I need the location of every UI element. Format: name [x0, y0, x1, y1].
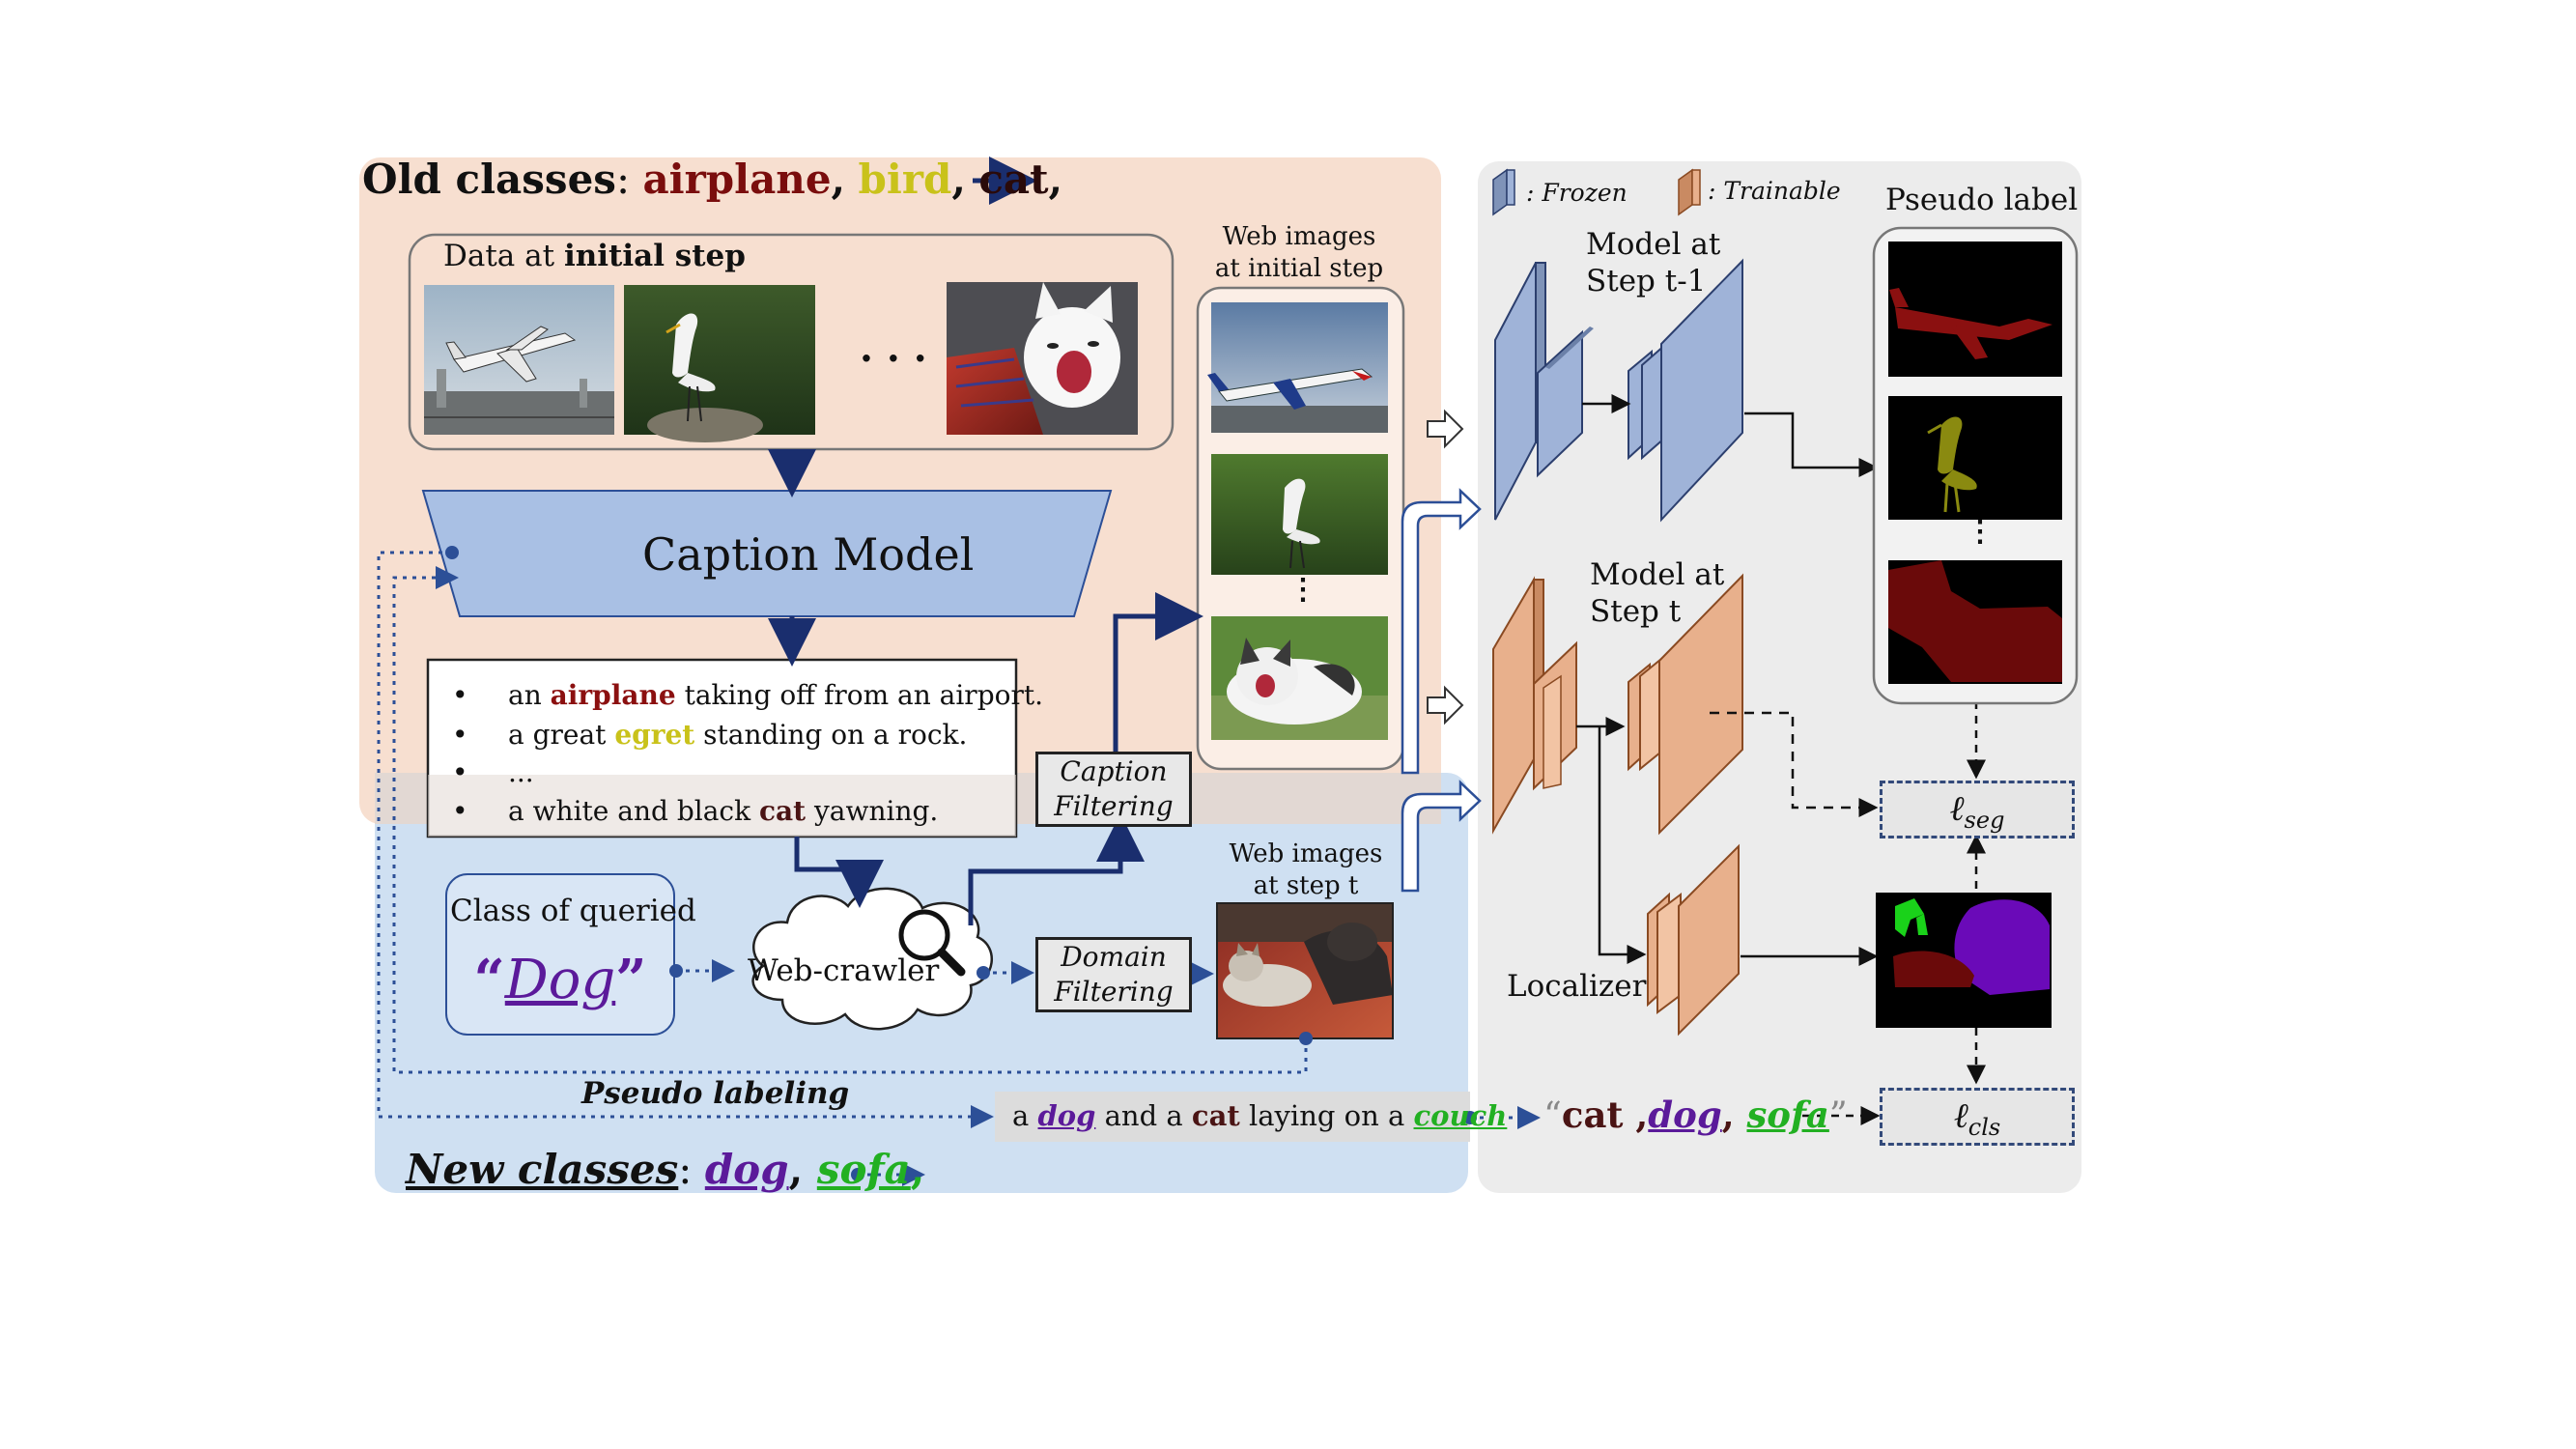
mask-airplane	[1888, 242, 2062, 377]
web-airplane-photo	[1207, 302, 1388, 433]
arrow-frozen-to-pseudo	[1744, 412, 1879, 477]
small-arrow-frozen	[1427, 409, 1464, 449]
pseudo-caption-bar	[995, 1092, 1470, 1142]
arrow-crawler-to-filter	[968, 813, 1145, 925]
old-classes-label: Old classes	[362, 156, 616, 203]
web-cat-photo	[1211, 616, 1388, 740]
web-images-ellipsis: ⋮	[1288, 573, 1317, 607]
trainable-model-blocks	[1492, 573, 1743, 836]
cls-loss-box: ℓcls	[1880, 1088, 2075, 1146]
seg-loss-box: ℓseg	[1880, 781, 2075, 838]
queried-class-value: “Dog”	[473, 948, 647, 1011]
web-egret-photo	[1211, 454, 1388, 575]
pseudo-labeling-loop	[392, 566, 1308, 1074]
extracted-classes: “cat ,dog, sofa”	[1543, 1094, 1848, 1136]
pseudo-caption-text: a dog and a cat laying on a couch	[1012, 1099, 1508, 1132]
caption-item-3: •...	[452, 756, 534, 788]
airplane-photo	[424, 285, 614, 435]
egret-photo	[624, 285, 815, 442]
mask-bird	[1888, 396, 2062, 520]
arrow-filter-to-web	[1113, 592, 1203, 752]
initial-step-ellipsis: · · ·	[860, 336, 927, 382]
small-arrow-trainable	[1427, 685, 1464, 725]
localizer-blocks	[1647, 843, 1740, 1037]
queried-class-label: Class of queried	[450, 894, 696, 928]
new-class-sofa: sofa	[816, 1146, 911, 1193]
queried-class-box	[445, 873, 675, 1036]
frozen-legend-icon	[1492, 168, 1515, 216]
web-crawler-label: Web-crawler	[748, 953, 940, 988]
mask-dog-cat-plant	[1876, 893, 2052, 1028]
new-classes-label: New classes	[406, 1146, 679, 1193]
arrow-to-localizer	[1598, 726, 1647, 964]
pseudo-label-title: Pseudo label	[1885, 183, 2079, 217]
pseudo-label-ellipsis: ⋮	[1966, 515, 1995, 549]
caption-model-label: Caption Model	[642, 528, 975, 581]
localizer-label: Localizer	[1507, 969, 1647, 1004]
arrow-list-to-crawler	[794, 837, 884, 908]
web-dog-cat-photo	[1217, 903, 1393, 1038]
frozen-model-blocks	[1494, 258, 1743, 523]
legend-frozen-label: : Frozen	[1526, 179, 1628, 207]
caption-item-1: •an airplane taking off from an airport.	[452, 679, 1044, 711]
arrow-model-to-seg	[1710, 711, 1879, 817]
old-class-bird: bird	[858, 156, 952, 203]
old-classes-title: Old classes: airplane, bird, cat,	[362, 156, 1063, 203]
caption-item-4: •a white and black cat yawning.	[452, 795, 939, 827]
pseudo-labeling-label: Pseudo labeling	[581, 1076, 850, 1111]
hollow-arrow-lower	[1401, 780, 1482, 893]
new-classes-title: New classes: dog, sofa,	[406, 1146, 925, 1193]
magnifier-icon	[898, 909, 966, 977]
trainable-legend-icon	[1678, 168, 1701, 216]
old-class-cat: cat	[978, 156, 1049, 203]
initial-step-title: Data at initial step	[443, 239, 746, 273]
mask-cat	[1888, 560, 2062, 684]
old-class-airplane: airplane	[642, 156, 832, 203]
yawning-cat-photo	[947, 282, 1138, 435]
hollow-arrow-upper	[1401, 488, 1482, 775]
new-class-dog: dog	[704, 1146, 789, 1193]
legend-trainable-label: : Trainable	[1708, 177, 1841, 205]
caption-item-2: •a great egret standing on a rock.	[452, 719, 968, 751]
